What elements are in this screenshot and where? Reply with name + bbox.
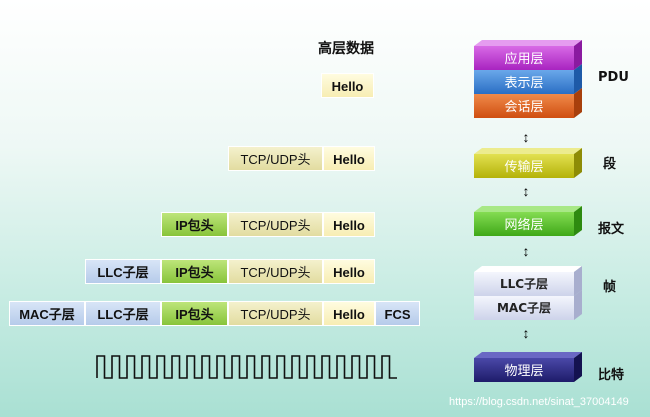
network-layer-label: 网络层 [504, 217, 543, 233]
row2-hello-cell: Hello [323, 146, 375, 171]
row5-fcs-cell: FCS [375, 301, 420, 326]
llc-sublayer-block: LLC子层 [474, 266, 582, 296]
row2-tcp-udp-header-cell: TCP/UDP头 [228, 146, 323, 171]
row5-hello-cell: Hello [323, 301, 375, 326]
application-layer-block: 应用层 [474, 40, 582, 70]
packet-label: 报文 [598, 222, 625, 237]
row5-mac-sublayer-cell: MAC子层 [9, 301, 85, 326]
arrow-up-down-icon: ↕ [523, 243, 530, 259]
row4-llc-sublayer-cell: LLC子层 [85, 259, 161, 284]
row5-llc-sublayer-cell: LLC子层 [85, 301, 161, 326]
row1-hello-cell: Hello [321, 73, 374, 98]
protocol-layer-stack: 应用层 表示层 会话层 ↕ 传输层 ↕ 网络层 [474, 40, 582, 382]
arrow-up-down-icon: ↕ [523, 129, 530, 145]
network-layer-block: 网络层 [474, 206, 582, 236]
pdu-label: PDU [598, 70, 629, 85]
high-level-data-title: 高层数据 [318, 41, 374, 57]
transport-layer-label: 传输层 [504, 159, 543, 175]
transport-layer-block: 传输层 [474, 148, 582, 178]
row3-ip-header-cell: IP包头 [161, 212, 228, 237]
mac-sublayer-block: MAC子层 [474, 290, 582, 320]
row4-ip-header-cell: IP包头 [161, 259, 228, 284]
row3-hello-cell: Hello [323, 212, 375, 237]
physical-layer-block: 物理层 [474, 352, 582, 382]
bit-label: 比特 [598, 368, 625, 383]
watermark-url: https://blog.csdn.net/sinat_37004149 [449, 396, 629, 408]
bit-square-wave [96, 355, 397, 379]
session-layer-label: 会话层 [504, 100, 543, 115]
row5-tcp-udp-header-cell: TCP/UDP头 [228, 301, 323, 326]
application-layer-label: 应用层 [504, 51, 543, 67]
arrow-up-down-icon: ↕ [523, 183, 530, 199]
row4-hello-cell: Hello [323, 259, 375, 284]
frame-label: 帧 [603, 280, 617, 295]
segment-label: 段 [603, 157, 617, 172]
llc-sublayer-label: LLC子层 [500, 277, 548, 291]
presentation-layer-block: 表示层 [474, 64, 582, 94]
mac-sublayer-label: MAC子层 [497, 301, 551, 315]
physical-layer-label: 物理层 [504, 364, 543, 379]
presentation-layer-label: 表示层 [504, 76, 543, 91]
row5-ip-header-cell: IP包头 [161, 301, 228, 326]
arrow-up-down-icon: ↕ [523, 325, 530, 341]
row3-tcp-udp-header-cell: TCP/UDP头 [228, 212, 323, 237]
row4-tcp-udp-header-cell: TCP/UDP头 [228, 259, 323, 284]
session-layer-block: 会话层 [474, 88, 582, 118]
